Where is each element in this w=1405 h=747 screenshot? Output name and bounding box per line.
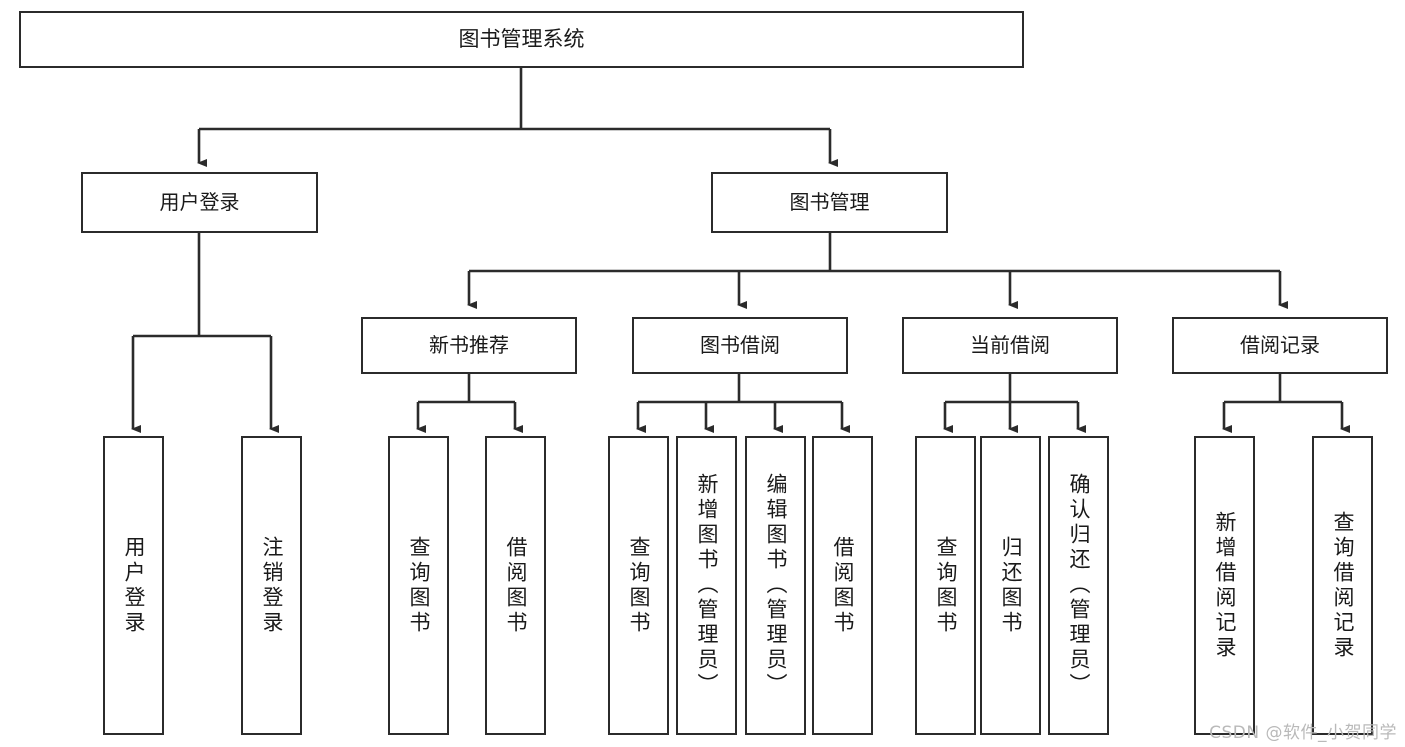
- node-leaf-add-book[interactable]: 新增图书（管理员）: [676, 436, 737, 735]
- node-leaf-confirm-return[interactable]: 确认归还（管理员）: [1048, 436, 1109, 735]
- node-leaf-query-book-3-label: 查询图书: [934, 535, 958, 636]
- node-leaf-query-record-label: 查询借阅记录: [1331, 510, 1355, 661]
- node-leaf-confirm-return-label: 确认归还（管理员）: [1067, 473, 1091, 698]
- node-current-borrow[interactable]: 当前借阅: [902, 317, 1118, 374]
- node-borrow-record-label: 借阅记录: [1240, 332, 1320, 357]
- node-book-borrow[interactable]: 图书借阅: [632, 317, 848, 374]
- node-leaf-query-book-2[interactable]: 查询图书: [608, 436, 669, 735]
- node-leaf-logout-login-label: 注销登录: [260, 535, 284, 636]
- node-leaf-borrow-book-2[interactable]: 借阅图书: [812, 436, 873, 735]
- node-leaf-edit-book-label: 编辑图书（管理员）: [764, 473, 788, 698]
- node-leaf-borrow-book-2-label: 借阅图书: [831, 535, 855, 636]
- node-leaf-borrow-book-1[interactable]: 借阅图书: [485, 436, 546, 735]
- node-user-login[interactable]: 用户登录: [81, 172, 318, 233]
- node-root-book-management-system[interactable]: 图书管理系统: [19, 11, 1024, 68]
- node-book-borrow-label: 图书借阅: [700, 332, 780, 357]
- node-book-management[interactable]: 图书管理: [711, 172, 948, 233]
- node-leaf-query-book-3[interactable]: 查询图书: [915, 436, 976, 735]
- node-leaf-return-book-label: 归还图书: [999, 535, 1023, 636]
- node-leaf-edit-book[interactable]: 编辑图书（管理员）: [745, 436, 806, 735]
- node-current-borrow-label: 当前借阅: [970, 332, 1050, 357]
- node-leaf-query-book-2-label: 查询图书: [627, 535, 651, 636]
- node-leaf-add-record-label: 新增借阅记录: [1213, 510, 1237, 661]
- node-leaf-query-book-1-label: 查询图书: [407, 535, 431, 636]
- node-leaf-logout-login[interactable]: 注销登录: [241, 436, 302, 735]
- node-new-book-recommend-label: 新书推荐: [429, 332, 509, 357]
- node-book-management-label: 图书管理: [789, 189, 870, 214]
- node-borrow-record[interactable]: 借阅记录: [1172, 317, 1388, 374]
- node-new-book-recommend[interactable]: 新书推荐: [361, 317, 577, 374]
- node-leaf-user-login[interactable]: 用户登录: [103, 436, 164, 735]
- node-leaf-return-book[interactable]: 归还图书: [980, 436, 1041, 735]
- node-leaf-add-book-label: 新增图书（管理员）: [695, 473, 719, 698]
- node-root-label: 图书管理系统: [458, 27, 585, 52]
- node-leaf-query-record[interactable]: 查询借阅记录: [1312, 436, 1373, 735]
- node-leaf-add-record[interactable]: 新增借阅记录: [1194, 436, 1255, 735]
- node-user-login-label: 用户登录: [159, 189, 240, 214]
- node-leaf-borrow-book-1-label: 借阅图书: [504, 535, 528, 636]
- node-leaf-user-login-label: 用户登录: [122, 535, 146, 636]
- node-leaf-query-book-1[interactable]: 查询图书: [388, 436, 449, 735]
